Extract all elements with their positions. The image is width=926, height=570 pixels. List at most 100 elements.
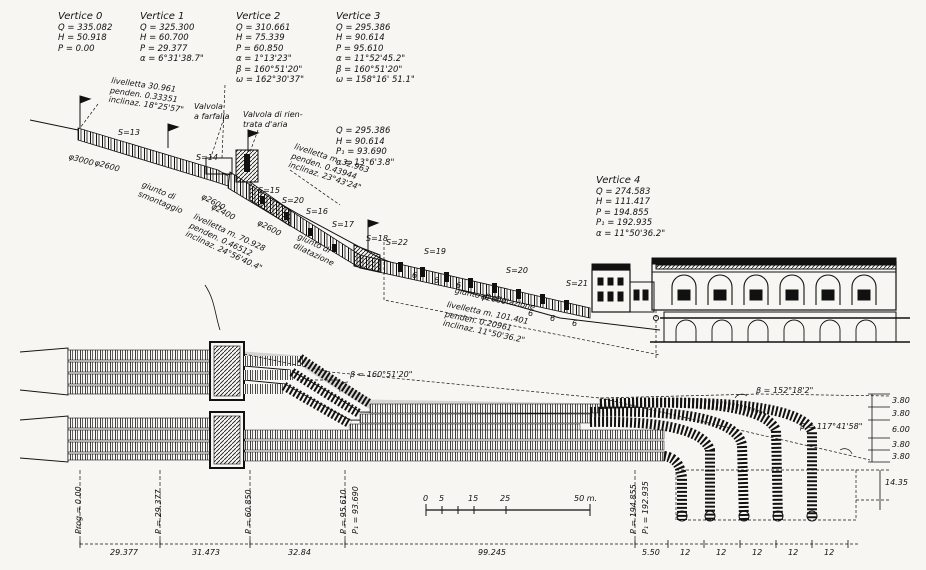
segment-label: S=17 (332, 220, 354, 229)
segment-label: S=18 (366, 234, 388, 243)
bottom-dimension: 5.50 (642, 548, 660, 557)
vertex-3-line: α = 11°52'45.2" (336, 54, 406, 64)
vertex-3-line: ω = 158°16' 51.1" (336, 75, 415, 85)
vertex-3-line: P = 95.610 (336, 43, 384, 54)
vertex-0-line: H = 50.918 (58, 33, 107, 43)
vertex-0-line: P = 0.00 (58, 43, 95, 54)
vertex-1-line: α = 6°31'38.7" (140, 54, 204, 64)
vertex-2-block: Vertice 2 Q = 310.661 H = 75.339 P = 60.… (236, 11, 304, 86)
beta-angle-label: β = 152°18'2" (756, 386, 814, 395)
segment-label: S=20 (506, 266, 528, 275)
vertex-0-line: Q = 335.082 (58, 22, 113, 33)
vertex-0-title: Vertice 0 (58, 11, 103, 22)
vertex-2-line: ω = 162°30'37" (236, 75, 304, 85)
right-dimension: 6.00 (892, 425, 910, 434)
valvola-rientrata-line: trata d'aria (243, 119, 288, 129)
vertex-2-line: P = 60.850 (236, 43, 284, 54)
vertex-4-line: P = 194.855 (596, 207, 649, 218)
vertex-1-block: Vertice 1 Q = 325.300 H = 60.700 P = 29.… (140, 11, 204, 65)
segment-label: S=20 (282, 196, 304, 205)
valvola-farfalla-label: Valvola a farfalla (194, 102, 230, 121)
bottom-dimension-line (79, 540, 860, 548)
anchor-block-2 (353, 244, 381, 273)
valvola-farfalla-line: a farfalla (194, 111, 230, 121)
vertex-2-title: Vertice 2 (236, 11, 281, 22)
bottom-dimension: 32.84 (288, 548, 311, 557)
segment-label: S=21 (566, 279, 588, 288)
vertex-2-line: Q = 310.661 (236, 22, 291, 33)
segment-label: S=19 (424, 247, 446, 256)
span-6-label: 6 (528, 309, 534, 318)
segment-label: S=14 (196, 153, 218, 162)
vertex-4-line: H = 111.417 (596, 197, 651, 207)
bottom-dimension: 12 (824, 548, 835, 557)
side-dimension: 14.35 (885, 478, 908, 487)
power-station (650, 257, 910, 343)
vertex-4-line: Q = 274.583 (596, 186, 651, 197)
survey-flags (79, 95, 380, 250)
vertex-3-line: β = 160°51'20" (336, 64, 403, 75)
bottom-dimension: 99.245 (478, 548, 506, 557)
station-mark: P₁ = 93.690 (351, 486, 360, 534)
valvola-rientrata-line: Valvola di rien- (243, 110, 303, 119)
valve-house (591, 263, 655, 313)
vertex-3b-line: P₁ = 93.690 (336, 147, 387, 157)
station-mark: P = 60.850 (244, 489, 253, 534)
scale-tick-label: 25 (500, 494, 511, 503)
scale-end-label: 50 m. (574, 494, 598, 503)
station-mark: Prog = 0.00 (74, 486, 83, 534)
vertex-3b-line: H = 90.614 (336, 136, 385, 147)
vertex-3b-line: α = 13°6'3.8" (336, 157, 395, 168)
station-mark: P = 194.855 (629, 484, 638, 534)
station-mark: P₁ = 192.935 (641, 481, 650, 534)
right-dimension: 3.80 (892, 440, 910, 449)
scale-bar (425, 504, 591, 516)
vertex-4-block: Vertice 4 Q = 274.583 H = 111.417 P = 19… (596, 175, 666, 239)
segment-label: S=22 (386, 238, 408, 247)
bottom-dimension: 12 (752, 548, 763, 557)
span-6-label: 6 (434, 276, 440, 285)
vertex-3-line: Q = 295.386 (336, 22, 391, 33)
vertex-3-line: H = 90.614 (336, 33, 385, 43)
segment-label: S=15 (258, 186, 280, 195)
span-6-label: 6 (572, 319, 578, 328)
vertex-4-title: Vertice 4 (596, 175, 641, 186)
vertex-2-line: H = 75.339 (236, 33, 285, 43)
vertex-3-title: Vertice 3 (336, 11, 381, 22)
bottom-dimension: 29.377 (110, 548, 138, 557)
scale-tick-label: 5 (439, 494, 445, 503)
bottom-dimension: 12 (716, 548, 727, 557)
span-6-label: 6 (412, 271, 418, 280)
vertex-3b-block: Q = 295.386 H = 90.614 P₁ = 93.690 α = 1… (336, 126, 394, 168)
beta-angle-label: β = 160°51'20" (350, 370, 413, 379)
vertex-2-line: β = 160°51'20" (236, 64, 303, 75)
span-6-label: 6 (550, 314, 556, 323)
vertex-3b-line: Q = 295.386 (336, 126, 391, 136)
station-mark: P = 29.377 (154, 489, 163, 534)
vertex-4-line: α = 11°50'36.2" (596, 228, 666, 239)
vertex-1-line: P = 29.377 (140, 43, 188, 54)
vertex-1-line: Q = 325.300 (140, 22, 195, 33)
right-dimension: 3.80 (892, 396, 910, 405)
vertex-1-line: H = 60.700 (140, 33, 189, 43)
scale-tick-label: 15 (468, 494, 479, 503)
span-6-label: 6 (456, 281, 462, 290)
segment-label: S=13 (118, 128, 140, 137)
right-dimension: 3.80 (892, 452, 910, 461)
right-dimension-lines (868, 393, 890, 510)
bottom-dimension: 31.473 (192, 548, 220, 557)
station-mark: P = 95.610 (339, 489, 348, 534)
valvola-rientrata-label: Valvola di rien- trata d'aria (243, 110, 303, 129)
scale-tick-label: 0 (423, 494, 429, 503)
vertex-4-line: P₁ = 192.935 (596, 218, 653, 228)
bottom-dimension: 12 (788, 548, 799, 557)
bottom-dimension: 12 (680, 548, 691, 557)
right-dimension: 3.80 (892, 409, 910, 418)
beta-angle-label: β = 117°41'58" (800, 422, 863, 431)
vertex-3-block: Vertice 3 Q = 295.386 H = 90.614 P = 95.… (336, 11, 415, 86)
vertex-0-block: Vertice 0 Q = 335.082 H = 50.918 P = 0.0… (58, 11, 113, 54)
vertex-2-line: α = 1°13'23" (236, 54, 292, 64)
vertex-1-title: Vertice 1 (140, 11, 185, 22)
